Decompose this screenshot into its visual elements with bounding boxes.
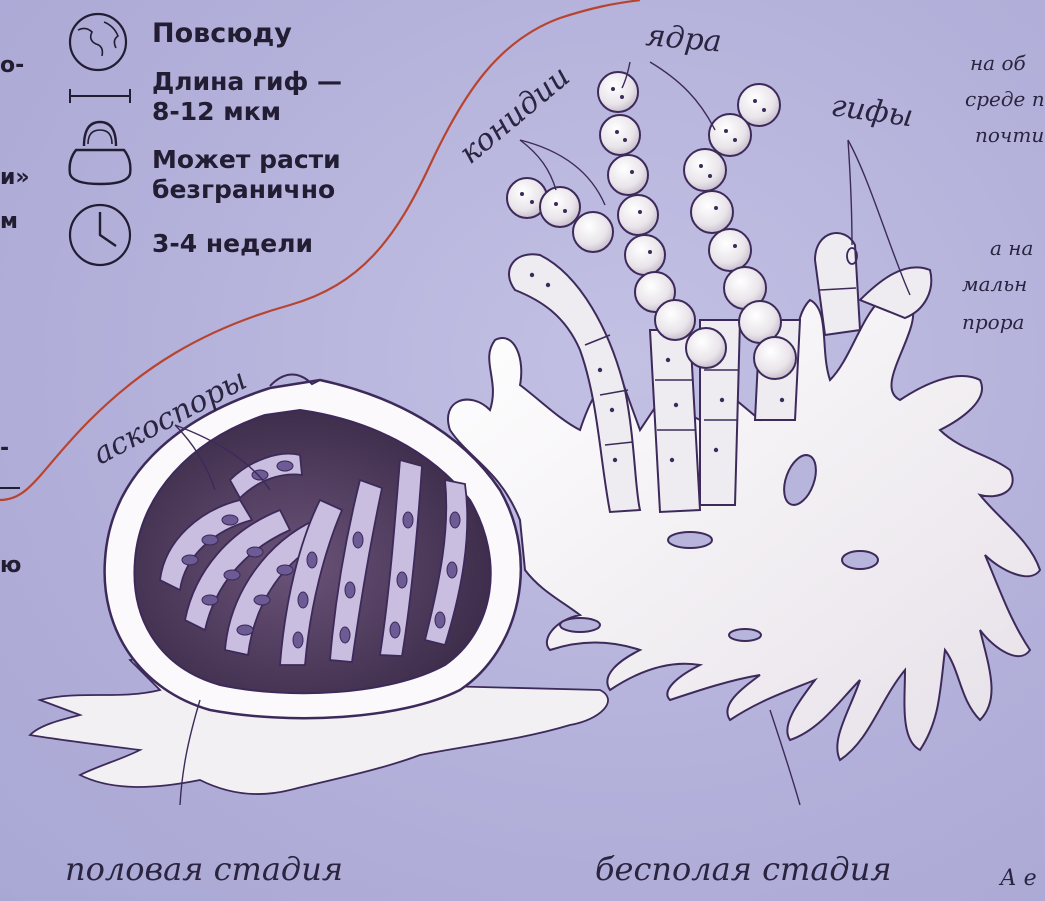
fact-growth-line2: безгранично [152, 175, 335, 204]
fact-growth-line1: Может расти [152, 145, 341, 174]
kettlebell-icon [70, 122, 131, 184]
fact-hypha-length-line1: Длина гиф — [152, 67, 342, 96]
fact-hypha-length-line2: 8-12 мкм [152, 97, 281, 126]
label-asexual-stage: бесполая стадия [595, 850, 892, 888]
cut-text-right-5: прора [962, 310, 1024, 334]
clock-icon [70, 205, 130, 265]
cut-text-left-3: - [0, 436, 9, 461]
cut-text-right-3: а на [990, 236, 1033, 260]
cut-text-right-6: А е [998, 866, 1037, 891]
cut-text-left-4: ю [0, 553, 21, 578]
cut-text-right-4: мальн [962, 272, 1027, 296]
label-nuclei: ядра [644, 18, 723, 59]
globe-icon [70, 14, 126, 70]
cut-text-right-1: среде п [965, 87, 1045, 111]
fact-habitat: Повсюду [152, 18, 292, 49]
fact-lifetime: 3-4 недели [152, 229, 313, 258]
cut-text-left-0: о- [0, 53, 24, 78]
cut-text-right-2: почти [975, 123, 1044, 147]
ruler-icon [70, 89, 130, 103]
cut-text-right-0: на об [970, 51, 1026, 75]
label-hyphae: гифы [829, 88, 915, 134]
cut-text-left-1: и» [0, 165, 30, 190]
label-sexual-stage: половая стадия [65, 850, 343, 888]
cut-text-left-2: м [0, 209, 18, 234]
